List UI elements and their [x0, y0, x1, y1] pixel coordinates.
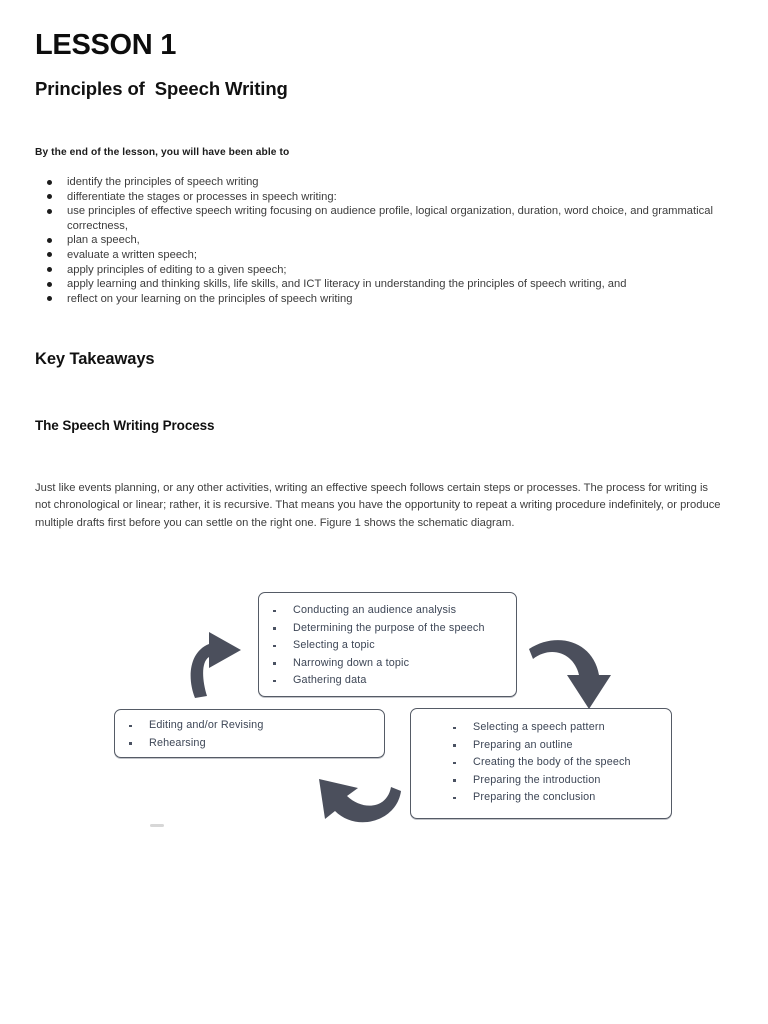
square-bullet-icon [273, 627, 276, 630]
square-bullet-icon [273, 644, 276, 648]
curved-arrow-up-right-icon [190, 632, 241, 698]
objective-item: apply learning and thinking skills, life… [35, 277, 725, 292]
objective-item: evaluate a written speech; [35, 248, 725, 263]
scan-artifact [150, 824, 164, 827]
diagram-drafting-item-text: Preparing the introduction [473, 773, 601, 786]
objective-text: identify the principles of speech writin… [67, 176, 259, 188]
square-bullet-icon [453, 796, 456, 800]
objective-text: apply learning and thinking skills, life… [67, 278, 627, 291]
diagram-drafting-item-text: Creating the body of the speech [473, 756, 631, 769]
key-takeaways-heading: Key Takeaways [35, 350, 155, 368]
bullet-icon [47, 252, 52, 258]
diagram-research-item-text: Narrowing down a topic [293, 656, 410, 669]
square-bullet-icon [453, 761, 456, 765]
objectives-intro: By the end of the lesson, you will have … [35, 147, 290, 158]
objective-item: use principles of effective speech writi… [35, 204, 725, 233]
bullet-icon [47, 296, 52, 302]
diagram-drafting-item: Creating the body of the speech [439, 754, 671, 772]
objective-text: plan a speech, [67, 234, 140, 247]
square-bullet-icon [453, 726, 456, 730]
diagram-research-item-text: Gathering data [293, 674, 367, 687]
bullet-icon [47, 237, 52, 243]
objective-text: use principles of effective speech writi… [67, 205, 713, 232]
square-bullet-icon [453, 744, 456, 747]
diagram-editing-item: Editing and/or Revising [115, 717, 384, 735]
diagram-drafting-item: Preparing an outline [439, 737, 671, 755]
square-bullet-icon [129, 724, 132, 728]
bullet-icon [47, 194, 52, 200]
square-bullet-icon [273, 662, 276, 665]
bullet-icon [47, 281, 52, 287]
diagram-drafting-item-text: Preparing an outline [473, 738, 573, 751]
objective-text: apply principles of editing to a given s… [67, 263, 287, 276]
body-paragraph: Just like events planning, or any other … [35, 482, 721, 529]
diagram-research-item: Determining the purpose of the speech [259, 620, 516, 638]
objective-item: plan a speech, [35, 233, 725, 248]
square-bullet-icon [129, 742, 132, 745]
objective-text: reflect on your learning on the principl… [67, 292, 353, 305]
bullet-icon [47, 267, 52, 273]
speech-writing-process-heading: The Speech Writing Process [35, 418, 215, 433]
diagram-drafting-item: Selecting a speech pattern [439, 719, 671, 737]
diagram-research-item-text: Determining the purpose of the speech [293, 621, 485, 634]
objective-item: apply principles of editing to a given s… [35, 263, 725, 278]
diagram-editing-item-text: Editing and/or Revising [149, 719, 264, 731]
square-bullet-icon [273, 609, 276, 613]
diagram-drafting-item: Preparing the introduction [439, 772, 671, 790]
bullet-icon [47, 179, 52, 185]
lesson-subtitle: Principles of Speech Writing [35, 78, 288, 99]
objective-item: differentiate the stages or processes in… [35, 190, 725, 205]
objectives-list: identify the principles of speech writin… [35, 175, 725, 306]
diagram-editing-item: Rehearsing [115, 735, 384, 753]
bullet-icon [47, 208, 52, 214]
diagram-editing-item-text: Rehearsing [149, 736, 206, 749]
objective-item: reflect on your learning on the principl… [35, 292, 725, 307]
diagram-research-item: Narrowing down a topic [259, 655, 516, 673]
objective-text: evaluate a written speech; [67, 248, 197, 261]
objective-item: identify the principles of speech writin… [35, 175, 725, 190]
square-bullet-icon [453, 779, 456, 782]
diagram-research-item-text: Selecting a topic [293, 639, 375, 652]
objective-text: differentiate the stages or processes in… [67, 190, 337, 203]
diagram-research-item: Gathering data [259, 672, 516, 690]
diagram-research-item: Conducting an audience analysis [259, 602, 516, 620]
diagram-research-item-text: Conducting an audience analysis [293, 604, 457, 616]
diagram-drafting-item-text: Selecting a speech pattern [473, 721, 605, 733]
diagram-research-item: Selecting a topic [259, 637, 516, 655]
lesson-title: LESSON 1 [35, 29, 177, 61]
curved-arrow-right-down-icon [529, 640, 611, 709]
diagram-drafting-item: Preparing the conclusion [439, 789, 671, 807]
diagram-drafting-item-text: Preparing the conclusion [473, 791, 596, 804]
curved-arrow-left-up-icon [319, 779, 401, 823]
square-bullet-icon [273, 679, 276, 683]
